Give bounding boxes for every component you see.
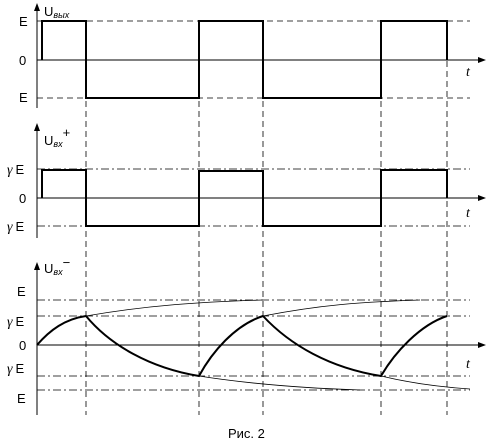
p2-level-zero: 0 xyxy=(19,191,26,206)
time-markers xyxy=(85,21,448,415)
p3-asymptote-down-1 xyxy=(198,375,361,391)
p1-level-e-bottom: E xyxy=(19,90,28,105)
p3-asymptote-down-2 xyxy=(380,375,471,390)
p3-t-arrow xyxy=(478,342,486,348)
p2-y-arrow xyxy=(34,123,40,131)
p3-level-e-top: E xyxy=(17,284,26,299)
p3-level-zero: 0 xyxy=(19,338,26,353)
p3-asymptote-up-2 xyxy=(262,299,421,317)
p1-level-zero: 0 xyxy=(19,53,26,68)
p1-signal-label: Uвых xyxy=(44,4,70,20)
p3-y-arrow xyxy=(34,262,40,270)
p3-level-e-bottom: E xyxy=(17,391,26,406)
p3-time-label: t xyxy=(466,357,471,372)
p1-time-label: t xyxy=(466,65,471,80)
p1-square-wave xyxy=(41,20,448,99)
p2-square-wave xyxy=(41,169,448,227)
p1-t-arrow xyxy=(478,57,486,63)
figure-caption: Рис. 2 xyxy=(228,426,265,441)
p3-exponential-curve xyxy=(36,314,448,378)
p3-signal-label: Uвх− xyxy=(44,255,70,277)
p3-asymptote-up-1 xyxy=(85,299,264,317)
panel-u-out: Uвых E 0 E t xyxy=(19,3,486,108)
p2-signal-label: Uвх+ xyxy=(44,125,70,149)
p2-time-label: t xyxy=(466,206,471,221)
p1-y-arrow xyxy=(34,3,40,11)
p1-level-e-top: E xyxy=(19,14,28,29)
p2-t-arrow xyxy=(478,195,486,201)
